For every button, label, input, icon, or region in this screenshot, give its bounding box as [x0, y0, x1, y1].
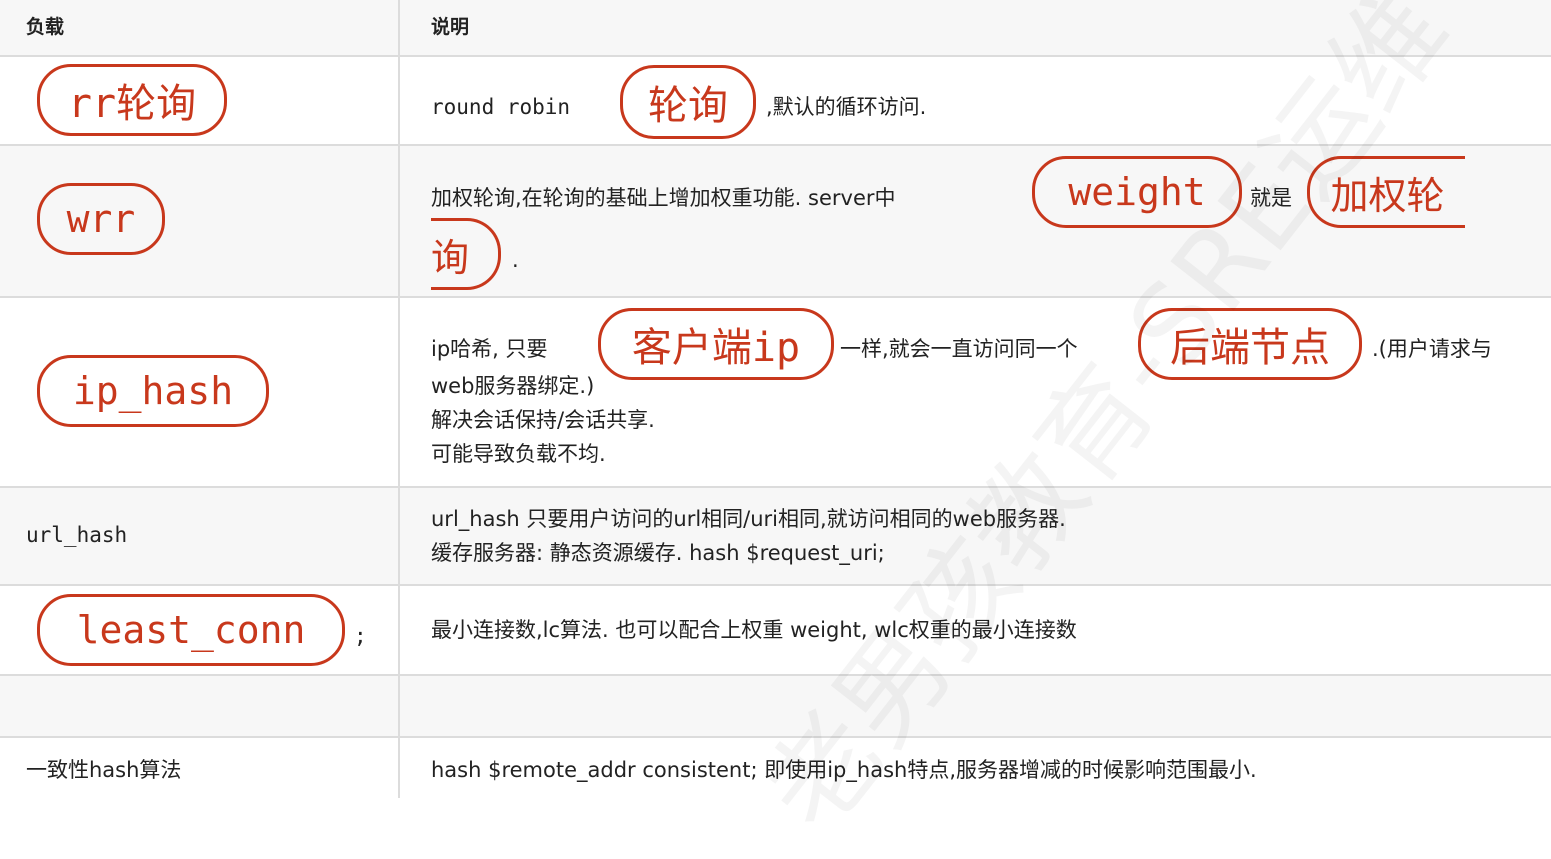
table-row-wrr: wrr 加权轮询,在轮询的基础上增加权重功能. server中 weight 就…: [0, 146, 1551, 298]
cell-rr-desc: round robin 轮询 ,默认的循环访问.: [402, 57, 1551, 144]
ip-hash-line2: web服务器绑定.): [431, 374, 595, 398]
consistent-name: 一致性hash算法: [26, 758, 182, 782]
table-row-url-hash: url_hash url_hash 只要用户访问的url相同/uri相同,就访问…: [0, 488, 1551, 586]
ip-hash-line3: 解决会话保持/会话共享.: [431, 408, 655, 432]
cell-empty-desc: [402, 676, 1551, 736]
ip-hash-line1-prefix: ip哈希, 只要: [431, 337, 548, 361]
cell-url-hash-desc: url_hash 只要用户访问的url相同/uri相同,就访问相同的web服务器…: [402, 488, 1551, 584]
rr-desc-prefix: round robin: [431, 95, 571, 119]
ip-hash-line4: 可能导致负载不均.: [431, 442, 606, 466]
wrr-desc-prefix: 加权轮询,在轮询的基础上增加权重功能. server中: [431, 186, 896, 210]
header-cell-desc: 说明: [402, 0, 1551, 55]
cell-consistent-desc: hash $remote_addr consistent; 即使用ip_hash…: [402, 738, 1551, 798]
wrr-desc-mid: 就是: [1250, 186, 1292, 210]
table-row-rr: rr轮询 round robin 轮询 ,默认的循环访问.: [0, 57, 1551, 146]
rr-name-highlight: rr轮询: [37, 64, 227, 136]
table-row-consistent-hash: 一致性hash算法 hash $remote_addr consistent; …: [0, 738, 1551, 798]
header-cell-load: 负载: [0, 0, 400, 55]
cell-rr-name: rr轮询: [0, 57, 400, 144]
url-hash-name: url_hash: [26, 523, 128, 547]
least-conn-desc: 最小连接数,lc算法. 也可以配合上权重 weight, wlc权重的最小连接数: [431, 618, 1077, 642]
rr-desc-highlight: 轮询: [620, 65, 756, 139]
url-hash-line2: 缓存服务器: 静态资源缓存. hash $request_uri;: [431, 541, 885, 565]
least-conn-semicolon: ;: [354, 624, 367, 648]
header-load-label: 负载: [26, 16, 65, 38]
cell-ip-hash-name: ip_hash: [0, 298, 400, 486]
consistent-desc: hash $remote_addr consistent; 即使用ip_hash…: [431, 758, 1257, 782]
cell-least-conn-name: least_conn ;: [0, 586, 400, 674]
table-row-empty: [0, 676, 1551, 738]
table-header: 负载 说明: [0, 0, 1551, 57]
cell-empty-name: [0, 676, 400, 736]
ip-hash-backend-highlight: 后端节点: [1138, 308, 1362, 380]
table-row-least-conn: least_conn ; 最小连接数,lc算法. 也可以配合上权重 weight…: [0, 586, 1551, 676]
wrr-weighted-highlight-b: 询: [431, 218, 501, 290]
cell-wrr-desc: 加权轮询,在轮询的基础上增加权重功能. server中 weight 就是 加权…: [402, 146, 1551, 296]
rr-desc-suffix: ,默认的循环访问.: [766, 95, 927, 119]
wrr-name-highlight: wrr: [37, 183, 165, 255]
table-row-ip-hash: ip_hash ip哈希, 只要 客户端ip 一样,就会一直访问同一个 后端节点…: [0, 298, 1551, 488]
ip-hash-line1-mid: 一样,就会一直访问同一个: [840, 337, 1078, 361]
url-hash-line1: url_hash 只要用户访问的url相同/uri相同,就访问相同的web服务器…: [431, 507, 1066, 531]
ip-hash-name-highlight: ip_hash: [37, 355, 269, 427]
wrr-weighted-highlight-a: 加权轮: [1307, 156, 1465, 228]
cell-url-hash-name: url_hash: [0, 488, 400, 584]
wrr-weight-highlight: weight: [1032, 156, 1242, 228]
cell-consistent-name: 一致性hash算法: [0, 738, 400, 798]
wrr-desc-end: .: [512, 248, 519, 272]
cell-ip-hash-desc: ip哈希, 只要 客户端ip 一样,就会一直访问同一个 后端节点 .(用户请求与…: [402, 298, 1551, 486]
cell-least-conn-desc: 最小连接数,lc算法. 也可以配合上权重 weight, wlc权重的最小连接数: [402, 586, 1551, 674]
least-conn-name-highlight: least_conn: [37, 594, 345, 666]
ip-hash-line1-suffix: .(用户请求与: [1372, 337, 1492, 361]
header-desc-label: 说明: [431, 16, 470, 38]
ip-hash-client-ip-highlight: 客户端ip: [598, 308, 834, 380]
cell-wrr-name: wrr: [0, 146, 400, 296]
